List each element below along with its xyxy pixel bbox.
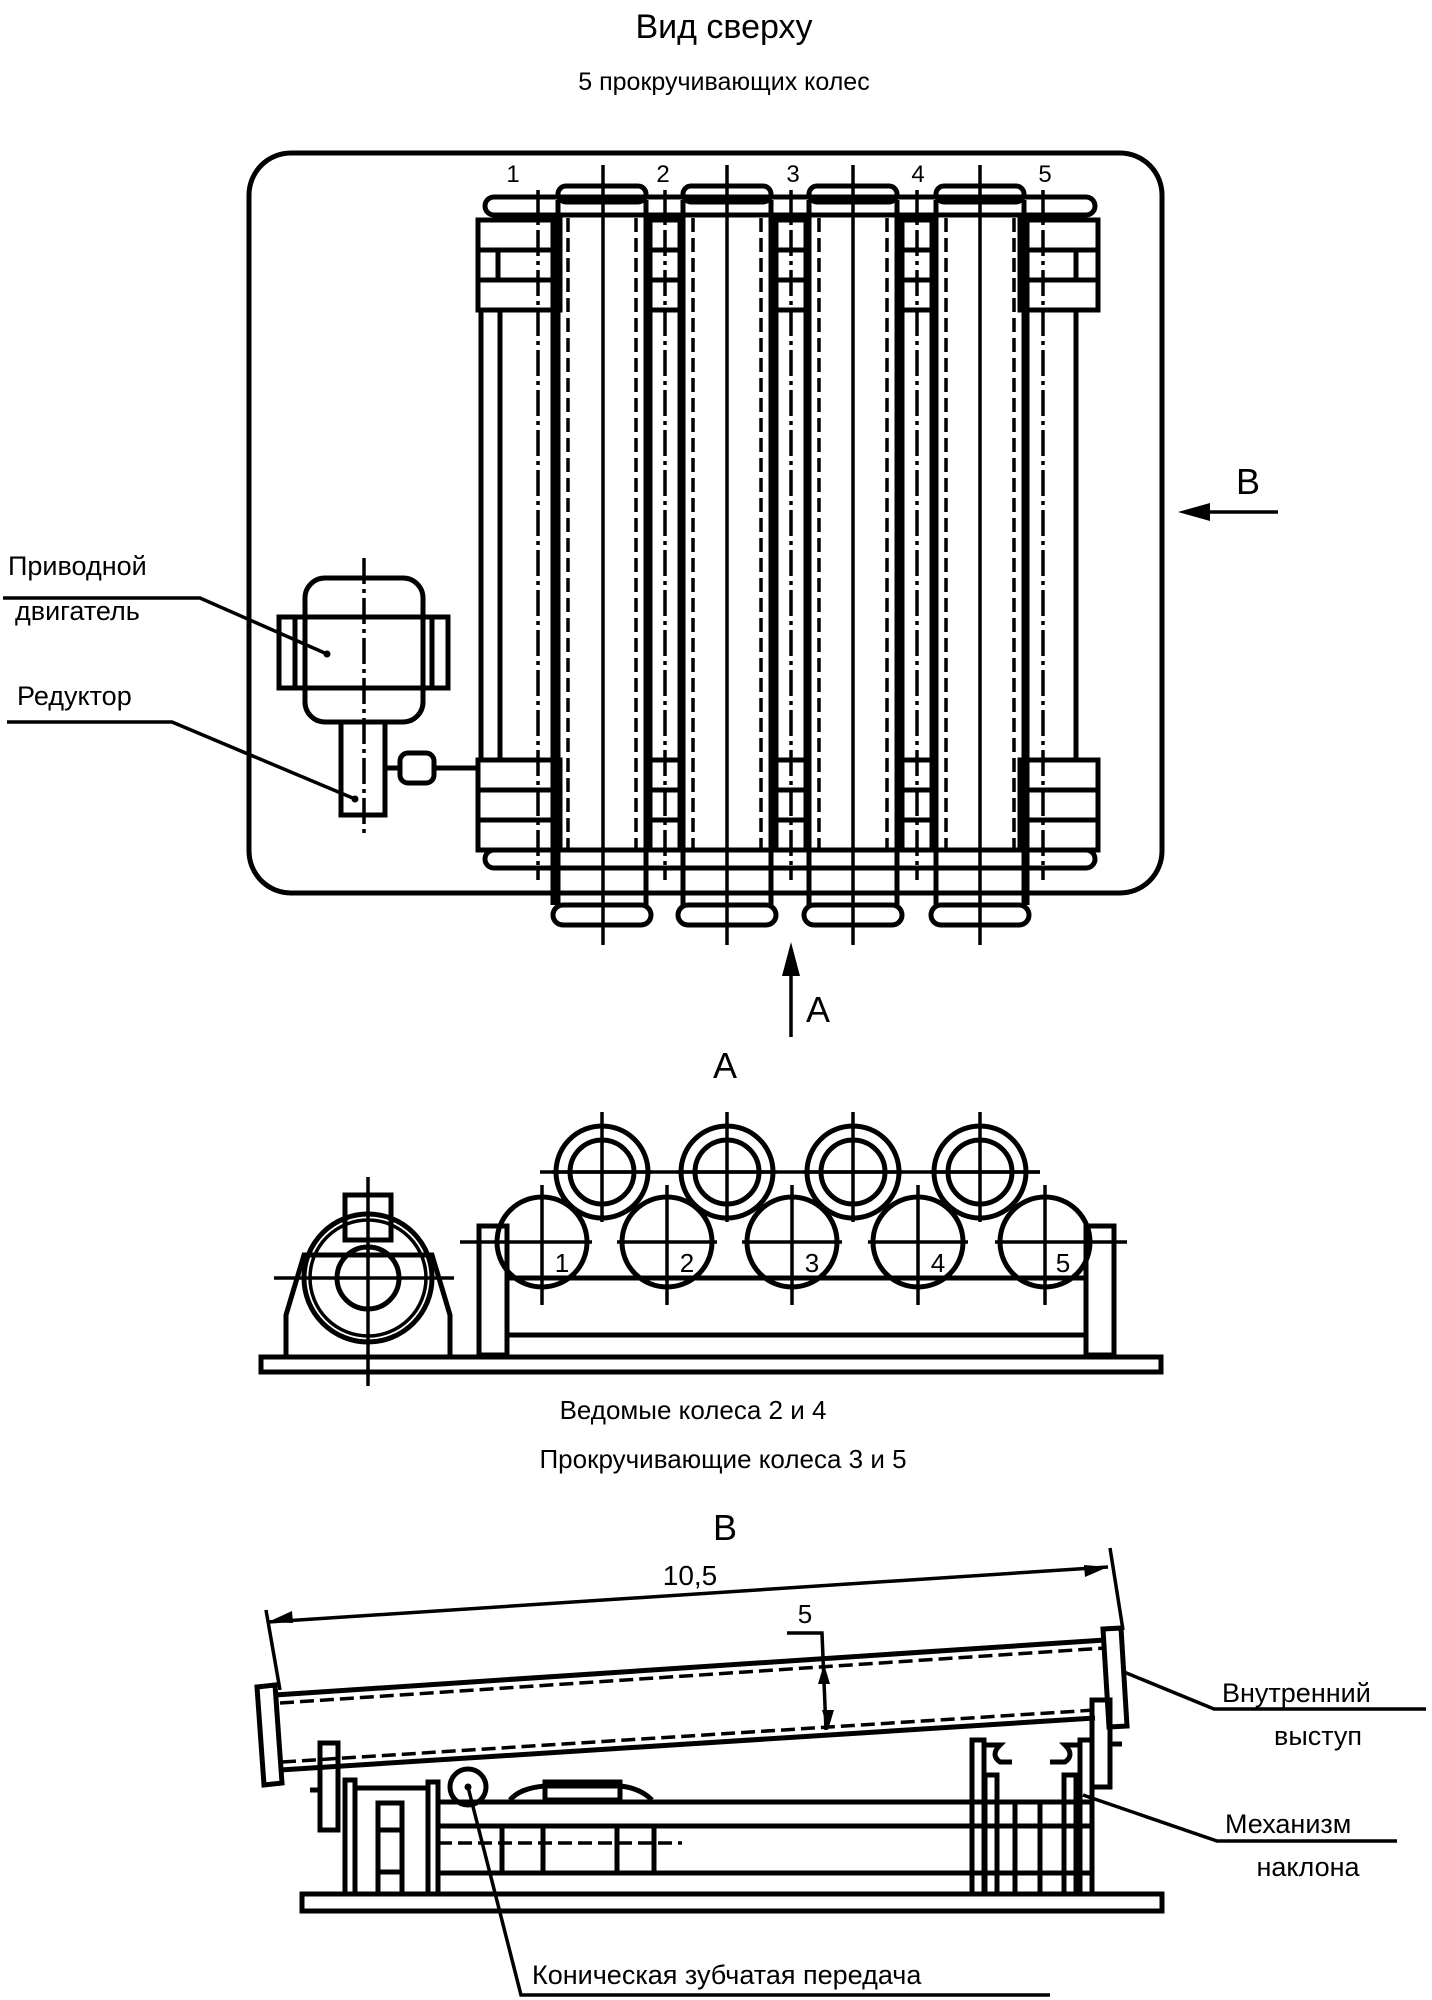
view-b-base-plate [299,1891,1165,1914]
inner-lip-leader-line [1123,1670,1426,1711]
view-a-motor [274,1177,454,1386]
dimension-length: 10,5 [264,1547,1125,1691]
wheel-5: 5 [995,1185,1127,1305]
dimension-length-label: 10,5 [663,1560,718,1591]
roller-4 [899,190,935,880]
view-a-bottom-wheels: 1 2 3 4 [460,1185,1127,1305]
drum-inner-walls [566,218,1016,850]
motor-leader-line [3,596,328,656]
view-b-title: B [713,1507,737,1548]
tilt-leader-line [1082,1793,1397,1843]
dimension-depth-label: 5 [798,1599,812,1629]
view-a-drums [540,1112,1040,1222]
view-a: A 1 [258,1045,1164,1474]
view-arrow-a: A [782,942,830,1037]
view-arrow-b-label: B [1236,461,1260,502]
machine-frame-outline [246,150,1165,896]
drum-flange-right [1100,1625,1130,1730]
reducer-leader-line [7,720,356,801]
wheel-1: 1 [460,1185,592,1305]
drums [550,165,1032,945]
top-view-title: Вид сверху [635,8,812,46]
dimension-depth: 5 [787,1599,834,1731]
wheel-2: 2 [617,1185,717,1305]
wheel-number-3: 3 [805,1248,819,1278]
tilted-drum [254,1625,1130,1788]
roller-number-3: 3 [786,161,799,188]
label-inner-lip-line2: выступ [1274,1721,1362,1751]
wheel-number-2: 2 [680,1248,694,1278]
roller-number-5: 5 [1038,161,1051,188]
drum-flange-left [254,1682,285,1788]
drum-end-3 [803,1112,903,1222]
wheel-4: 4 [868,1185,968,1305]
drum-end-1 [552,1112,652,1222]
label-tilt-line2: наклона [1256,1852,1360,1882]
drive-motor [276,558,451,836]
drum-2 [675,165,779,945]
reducer [338,719,478,818]
wheel-number-5: 5 [1056,1248,1070,1278]
view-b: B 10,5 5 [254,1507,1426,1997]
view-a-roller-frame [476,1223,1117,1358]
support-structure [299,1697,1165,1914]
roller-number-2: 2 [656,161,669,188]
wheel-number-1: 1 [555,1248,569,1278]
label-motor-line1: Приводной [8,551,147,581]
drum-end-2 [677,1112,777,1222]
top-view: Вид сверху 5 прокручивающих колес 1 2 3 … [3,8,1278,1037]
bevel-gear-leader-line [466,1786,1050,1997]
view-arrow-a-label: A [806,989,830,1030]
wheel-3: 3 [742,1185,842,1305]
label-motor-line2: двигатель [15,596,140,626]
roller-2 [647,190,683,880]
roller-5 [1017,190,1101,905]
view-a-base-plate [258,1354,1164,1375]
bevel-gear-circle [447,1766,489,1808]
top-view-subtitle: 5 прокручивающих колес [578,68,869,96]
view-a-caption-line1: Ведомые колеса 2 и 4 [560,1395,827,1425]
roller-number-4: 4 [911,161,924,188]
label-tilt-line1: Механизм [1225,1809,1351,1839]
roller-3 [773,190,809,880]
view-a-caption-line2: Прокручивающие колеса 3 и 5 [539,1444,906,1474]
view-arrow-b: B [1178,461,1278,521]
coupling [397,750,437,786]
label-bevel-gear: Коническая зубчатая передача [532,1960,922,1990]
roller-number-1: 1 [506,161,519,188]
drum-1 [550,165,654,945]
wheel-number-4: 4 [931,1248,945,1278]
rollers [475,190,1101,905]
drum-end-4 [930,1112,1040,1222]
label-reducer: Редуктор [17,681,132,711]
label-inner-lip-line1: Внутренний [1222,1678,1371,1708]
roller-1 [475,190,563,905]
drum-3 [801,165,905,945]
view-a-title: A [713,1045,737,1086]
